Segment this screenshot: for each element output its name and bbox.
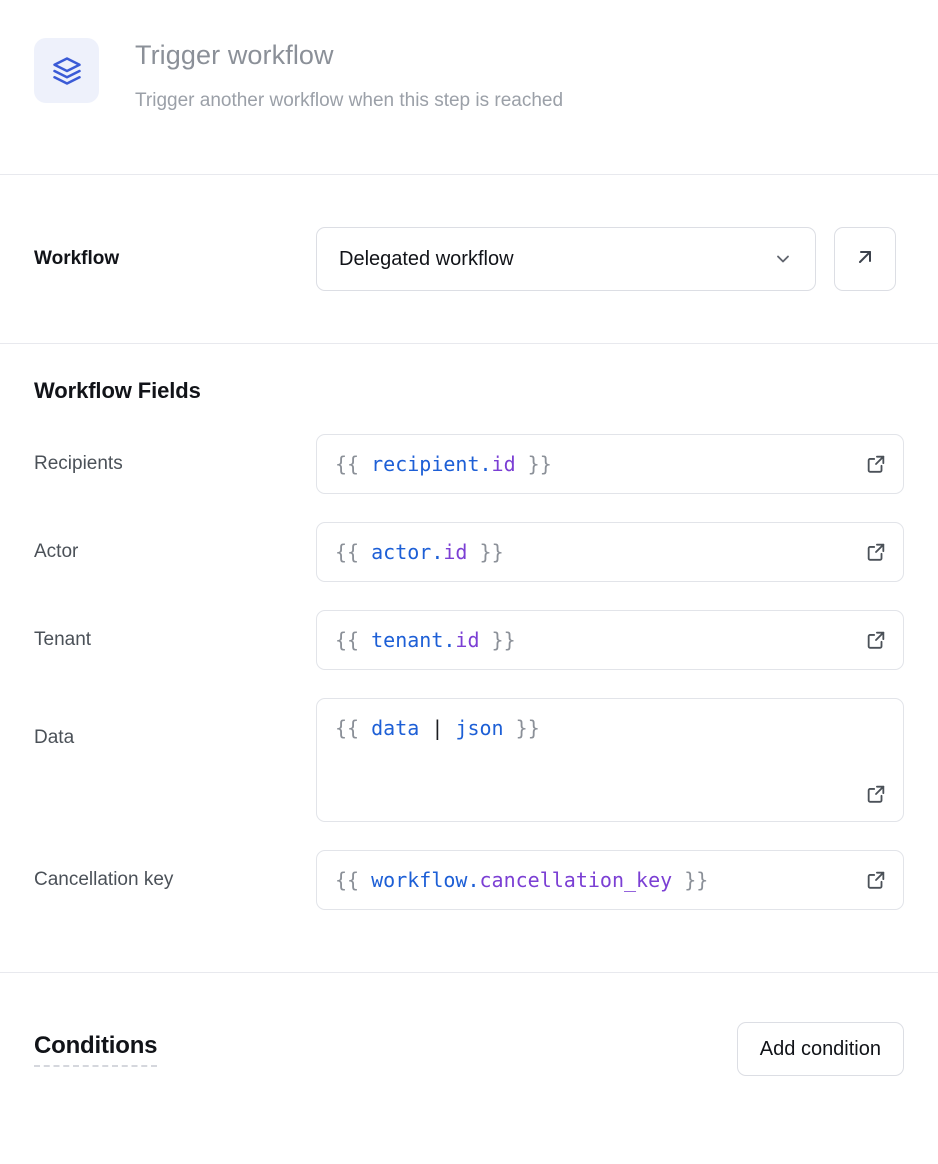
divider-conditions — [0, 972, 938, 973]
divider-header — [0, 174, 938, 175]
code-token-punct — [419, 716, 431, 740]
field-row: Cancellation key {{ workflow.cancellation… — [34, 850, 904, 910]
code-token-dot: . — [443, 628, 456, 652]
workflow-fields-title: Workflow Fields — [34, 378, 201, 403]
code-token-obj: actor — [371, 540, 432, 564]
code-token-punct — [443, 716, 455, 740]
code-token-punct: }} — [515, 452, 552, 476]
header-text-group: Trigger workflow Trigger another workflo… — [135, 36, 563, 114]
field-textarea[interactable]: {{ data | json }} — [316, 698, 904, 822]
code-token-punct: {{ — [335, 540, 372, 564]
code-token-punct: }} — [467, 540, 504, 564]
workflow-fields-section: Workflow Fields Recipients{{ recipient.i… — [0, 344, 938, 972]
code-token-filter: json — [455, 716, 504, 740]
code-token-dot: . — [431, 540, 444, 564]
code-token-prop: id — [443, 540, 468, 564]
layers-icon — [34, 38, 99, 103]
field-row: Tenant {{ tenant.id }} — [34, 610, 904, 670]
field-label: Cancellation key — [34, 869, 174, 890]
field-input[interactable]: {{ tenant.id }} — [316, 610, 904, 670]
chevron-down-icon — [773, 249, 793, 269]
conditions-title: Conditions — [34, 1032, 158, 1067]
arrow-up-right-icon — [853, 245, 877, 274]
code-token-prop: cancellation_key — [479, 868, 673, 892]
panel-header: Trigger workflow Trigger another workflo… — [0, 0, 938, 174]
add-condition-button[interactable]: Add condition — [736, 1022, 904, 1076]
field-label: Data — [34, 727, 75, 748]
page-title: Trigger workflow — [135, 40, 334, 70]
code-token-obj: data — [371, 716, 420, 740]
workflow-label: Workflow — [34, 248, 120, 269]
open-workflow-button[interactable] — [834, 227, 896, 291]
code-token-punct: }} — [479, 628, 516, 652]
code-token-dot: . — [479, 452, 492, 476]
divider-workflow — [0, 343, 938, 344]
field-label: Recipients — [34, 453, 123, 474]
field-row: Actor {{ actor.id }} — [34, 522, 904, 582]
code-token-punct: }} — [503, 716, 540, 740]
code-token-punct: {{ — [335, 716, 372, 740]
code-token-dot: . — [467, 868, 480, 892]
workflow-select[interactable]: Delegated workflow — [316, 227, 816, 291]
code-token-obj: tenant — [371, 628, 444, 652]
code-token-prop: id — [455, 628, 480, 652]
workflow-fields-list: Recipients{{ recipient.id }}Actor{{ acto… — [34, 434, 904, 910]
field-input[interactable]: {{ workflow.cancellation_key }} — [316, 850, 904, 910]
field-row: Data {{ data | json }} — [34, 698, 904, 822]
workflow-select-value: Delegated workflow — [339, 247, 514, 270]
field-input[interactable]: {{ recipient.id }} — [316, 434, 904, 494]
workflow-select-wrap: Delegated workflow — [316, 227, 816, 291]
field-label: Tenant — [34, 629, 92, 650]
code-token-obj: workflow — [371, 868, 468, 892]
code-token-punct: {{ — [335, 868, 372, 892]
field-label: Actor — [34, 541, 79, 562]
workflow-row: Workflow Delegated workflow — [0, 175, 938, 343]
layers-icon-svg — [52, 56, 81, 85]
code-token-punct: {{ — [335, 452, 372, 476]
conditions-section: Conditions Add condition — [0, 973, 938, 1125]
code-token-punct: {{ — [335, 628, 372, 652]
field-row: Recipients {{ recipient.id }} — [34, 434, 904, 494]
field-input[interactable]: {{ actor.id }} — [316, 522, 904, 582]
code-token-pipe: | — [431, 716, 444, 740]
code-token-punct: }} — [672, 868, 709, 892]
page-subtitle: Trigger another workflow when this step … — [135, 90, 564, 111]
code-token-prop: id — [491, 452, 516, 476]
code-token-obj: recipient — [371, 452, 480, 476]
